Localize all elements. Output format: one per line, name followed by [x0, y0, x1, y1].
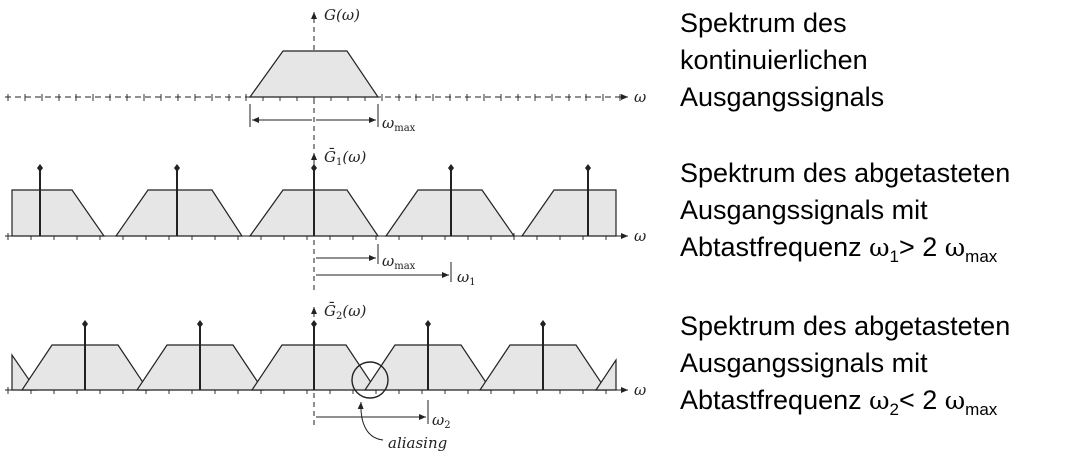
- impulse-head: [82, 320, 88, 328]
- panel1-axis-label: ω: [634, 88, 646, 106]
- panel2-spectrum-copy: [520, 189, 617, 237]
- description-line: Spektrum des abgetasteten: [680, 158, 1011, 188]
- panel3-impulses: [84, 326, 544, 390]
- panel2-spectrum-copy: [114, 189, 244, 237]
- condition-relation: > 2: [898, 232, 945, 262]
- impulse-head: [448, 164, 454, 172]
- spectrum-diagram: G(ω) ω ωmax Ḡ1(ω) ω: [5, 6, 646, 452]
- panel3-axis-label: ω: [634, 381, 646, 399]
- panel3-omega2-label: ω2: [432, 411, 451, 431]
- condition-relation: < 2: [898, 385, 945, 415]
- description-line: kontinuierlichen: [680, 45, 868, 75]
- condition-symbol: ω: [869, 233, 890, 262]
- condition-symbol-2: ω: [944, 386, 966, 415]
- condition-subscript: 2: [889, 400, 899, 419]
- condition-symbol: ω: [869, 386, 890, 415]
- panel-sampled-2: aliasing Ḡ2(ω) ω ω2: [5, 302, 646, 452]
- panel2-axis-label: ω: [634, 227, 646, 245]
- description-sampled-2: Spektrum des abgetasteten Ausgangssignal…: [680, 308, 1010, 419]
- description-line: Ausgangssignals mit: [680, 348, 928, 378]
- panel-sampled-1: Ḡ1(ω) ω ωmax ω1: [5, 148, 646, 290]
- impulse-head: [37, 164, 43, 172]
- impulse-head: [197, 320, 203, 328]
- panel3-spectrum-copy: [594, 358, 617, 391]
- impulse-head: [174, 164, 180, 172]
- panel1-spectrum-trapezoid: [248, 50, 380, 98]
- description-sampled-1: Spektrum des abgetasteten Ausgangssignal…: [680, 155, 1010, 266]
- aliasing-label: aliasing: [388, 434, 447, 452]
- description-line: Spektrum des: [680, 8, 847, 38]
- panel1-ylabel: G(ω): [324, 6, 360, 24]
- description-line: Spektrum des abgetasteten: [680, 311, 1011, 341]
- aliasing-highlight-circle: [351, 361, 389, 399]
- condition-subscript-2: max: [965, 247, 998, 266]
- panel2-omega1-label: ω1: [457, 268, 476, 288]
- aliasing-pointer-arrow: [357, 401, 384, 441]
- impulse-head: [311, 320, 317, 328]
- description-condition: Abtastfrequenz ω2< 2 ωmax: [680, 382, 1010, 419]
- panel2-spectrum-copy: [11, 189, 106, 237]
- impulse-head: [540, 320, 546, 328]
- panel3-ylabel: Ḡ2(ω): [324, 302, 366, 322]
- condition-symbol-2: ω: [944, 233, 966, 262]
- impulse-head: [585, 164, 591, 172]
- panel2-impulses: [39, 170, 589, 236]
- description-line: Ausgangssignals: [680, 82, 885, 112]
- panel1-omega-max-label: ωmax: [382, 114, 416, 134]
- panel2-omega-max-label: ωmax: [382, 252, 416, 272]
- condition-prefix: Abtastfrequenz: [680, 232, 870, 262]
- description-condition: Abtastfrequenz ω1> 2 ωmax: [680, 229, 1010, 266]
- impulse-head: [425, 320, 431, 328]
- impulse-head: [311, 164, 317, 172]
- panel2-ylabel: Ḡ1(ω): [324, 148, 366, 168]
- description-line: Ausgangssignals mit: [680, 195, 928, 225]
- description-continuous: Spektrum des kontinuierlichen Ausgangssi…: [680, 5, 884, 116]
- condition-prefix: Abtastfrequenz: [680, 385, 870, 415]
- condition-subscript: 1: [889, 247, 899, 266]
- condition-subscript-2: max: [965, 400, 998, 419]
